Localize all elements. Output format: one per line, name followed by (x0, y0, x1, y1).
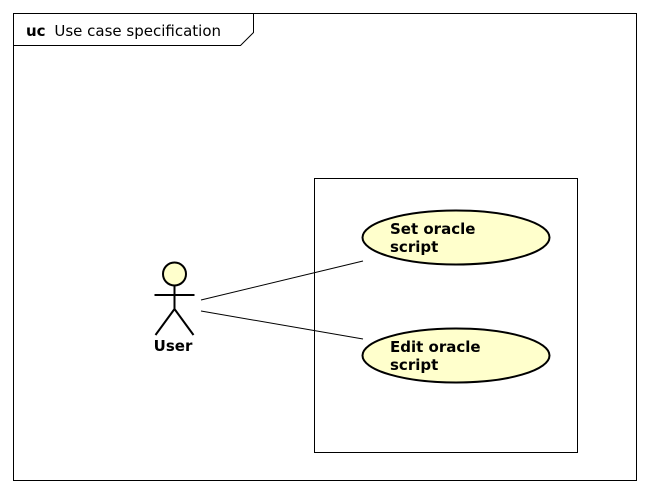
use-case-label: Set oracle script (390, 220, 481, 256)
actor-name: User (154, 337, 193, 355)
diagram-frame (13, 13, 637, 481)
frame-title: uc Use case specification (26, 22, 221, 40)
use-case-set-oracle-script[interactable]: Set oracle script (361, 209, 551, 266)
system-boundary (314, 178, 578, 453)
use-case-ellipse (361, 209, 551, 266)
actor-head (162, 261, 187, 287)
actor-left-leg (154, 308, 176, 336)
use-case-edit-oracle-script[interactable]: Edit oracle script (361, 327, 551, 384)
association-set-oracle-script (200, 260, 364, 301)
use-case-label-line2: script (390, 238, 438, 256)
frame-title-text: Use case specification (54, 22, 221, 40)
use-case-label: Edit oracle script (390, 338, 486, 374)
use-case-label-line1: Edit oracle (390, 338, 481, 356)
actor-user[interactable]: User (154, 261, 195, 356)
actor-right-leg (173, 308, 195, 336)
frame-tab (13, 13, 254, 46)
association-edit-oracle-script (200, 310, 364, 340)
frame-keyword: uc (26, 22, 46, 40)
use-case-ellipse (361, 327, 551, 384)
use-case-label-line2: script (390, 356, 438, 374)
use-case-label-line1: Set oracle (390, 220, 475, 238)
